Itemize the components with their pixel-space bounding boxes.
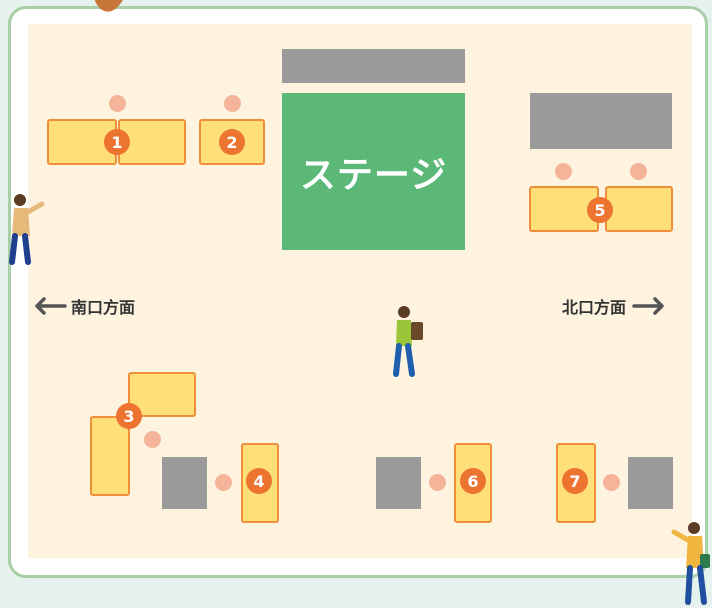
stage: ステージ bbox=[282, 93, 465, 250]
direction-south[interactable]: 南口方面 bbox=[33, 294, 135, 318]
seat-5a bbox=[555, 163, 572, 180]
seat-2 bbox=[224, 95, 241, 112]
booth-badge-7[interactable]: 7 bbox=[562, 468, 588, 494]
table-5b bbox=[605, 186, 673, 232]
seat-3 bbox=[144, 431, 161, 448]
table-3b bbox=[90, 416, 130, 496]
arrow-left-icon bbox=[35, 297, 67, 315]
direction-south-label: 南口方面 bbox=[71, 298, 136, 317]
arrow-right-icon bbox=[632, 297, 664, 315]
booth-badge-5[interactable]: 5 bbox=[587, 197, 613, 223]
stage-back-block bbox=[282, 49, 465, 83]
direction-north-label: 北口方面 bbox=[562, 298, 627, 317]
seat-5b bbox=[630, 163, 647, 180]
booth-badge-3[interactable]: 3 bbox=[116, 403, 142, 429]
leaf-icon bbox=[94, 0, 123, 12]
direction-north[interactable]: 北口方面 bbox=[562, 294, 666, 318]
booth-badge-4[interactable]: 4 bbox=[246, 468, 272, 494]
seat-1 bbox=[109, 95, 126, 112]
person-icon bbox=[9, 194, 45, 265]
person-icon-corner bbox=[671, 522, 710, 605]
gray-block-4 bbox=[162, 457, 207, 509]
stage-label: ステージ bbox=[299, 154, 448, 196]
person-icon-center bbox=[393, 306, 423, 377]
seat-6 bbox=[429, 474, 446, 491]
seat-7 bbox=[603, 474, 620, 491]
booth-badge-1[interactable]: 1 bbox=[104, 129, 130, 155]
gray-block-right bbox=[530, 93, 672, 149]
gray-block-6 bbox=[376, 457, 421, 509]
booth-badge-2[interactable]: 2 bbox=[219, 129, 245, 155]
booth-badge-6[interactable]: 6 bbox=[460, 468, 486, 494]
gray-block-7 bbox=[628, 457, 673, 509]
seat-4 bbox=[215, 474, 232, 491]
